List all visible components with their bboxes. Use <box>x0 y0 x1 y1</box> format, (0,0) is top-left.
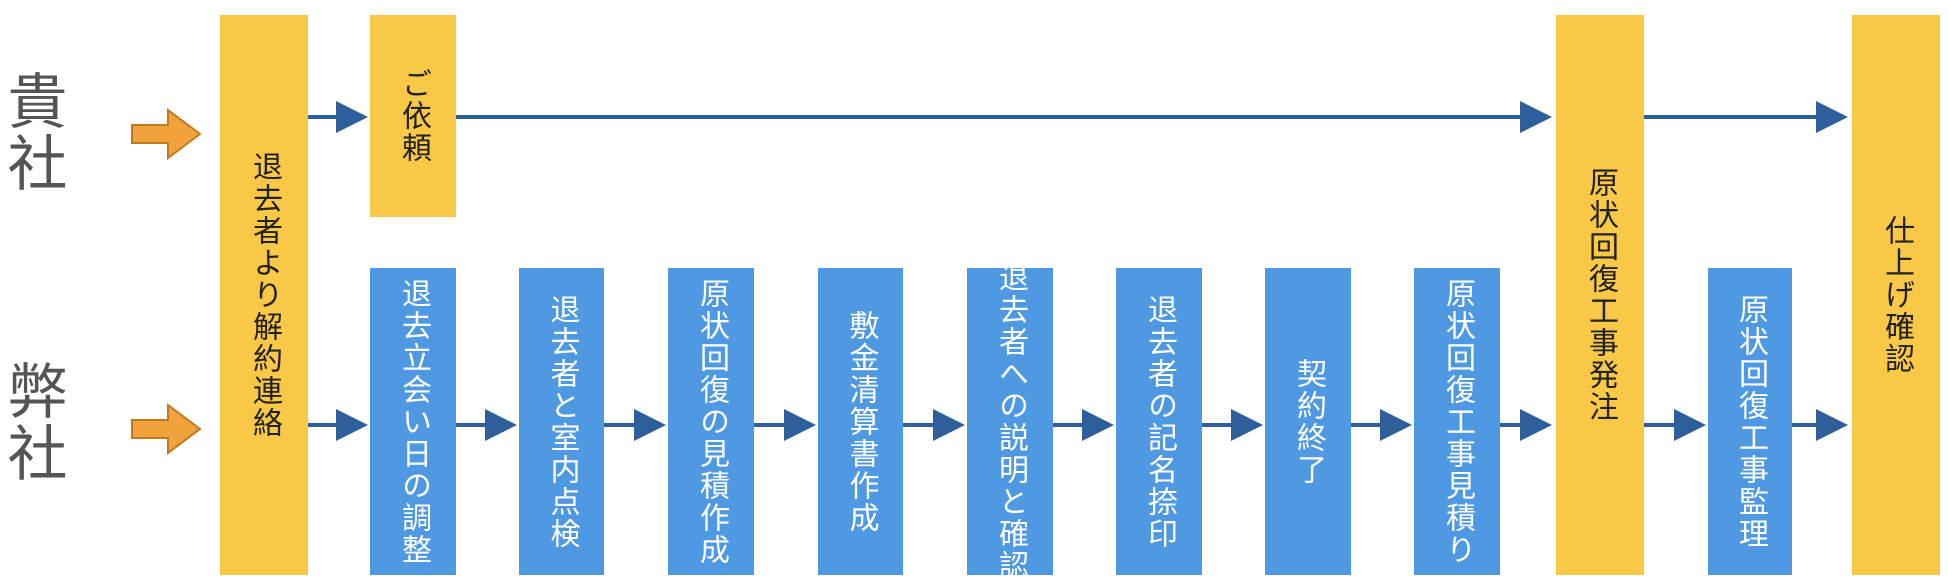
step-contract-end: 契約終了 <box>1265 268 1351 575</box>
step-cancellation-notice: 退去者より解約連絡 <box>220 15 308 575</box>
step-inspection: 退去者と室内点検 <box>519 268 604 575</box>
step-label: 敷金清算書作成 <box>843 309 879 534</box>
step-label: 原状回復工事見積り <box>1440 277 1475 566</box>
step-supervision: 原状回復工事監理 <box>1708 268 1792 575</box>
entry-arrow-client <box>131 108 202 160</box>
step-schedule: 退去立会い日の調整 <box>370 268 456 575</box>
step-label: ご依頼 <box>396 68 431 164</box>
step-label: 退去者の記名捺印 <box>1142 293 1177 550</box>
step-label: 退去立会い日の調整 <box>396 277 431 566</box>
step-label: 原状回復の見積作成 <box>694 277 729 566</box>
step-deposit-statement: 敷金清算書作成 <box>818 268 903 575</box>
row-label-company: 弊社 <box>0 360 67 484</box>
step-seal: 退去者の記名捺印 <box>1116 268 1202 575</box>
step-label: 仕上げ確認 <box>1879 215 1914 375</box>
step-label: 退去者と室内点検 <box>544 293 580 550</box>
step-estimate: 原状回復の見積作成 <box>668 268 754 575</box>
step-label: 退去者への説明と確認 <box>993 261 1028 582</box>
step-work-estimate: 原状回復工事見積り <box>1414 268 1500 575</box>
step-explanation: 退去者への説明と確認 <box>967 262 1053 582</box>
step-label: 原状回復工事監理 <box>1733 293 1768 550</box>
step-restoration-order: 原状回復工事発注 <box>1556 15 1644 575</box>
step-label: 退去者より解約連絡 <box>247 151 282 439</box>
step-request: ご依頼 <box>370 15 456 217</box>
step-label: 原状回復工事発注 <box>1583 167 1618 423</box>
step-finish-check: 仕上げ確認 <box>1852 15 1940 575</box>
step-label: 契約終了 <box>1291 357 1326 486</box>
entry-arrow-company <box>131 403 202 455</box>
row-label-client: 貴社 <box>0 70 67 194</box>
